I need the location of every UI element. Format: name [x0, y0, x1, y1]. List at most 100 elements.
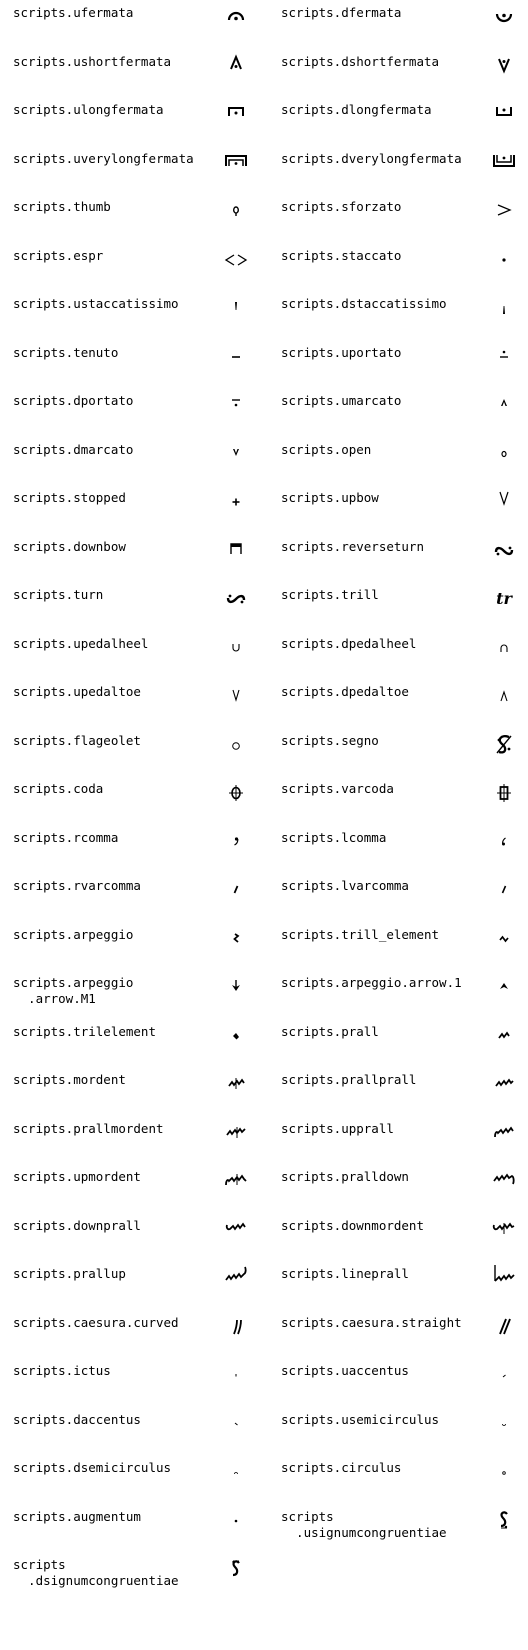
- staccato-icon: [502, 257, 506, 262]
- symbol-entry: scripts.lvarcomma: [0, 873, 528, 922]
- dfermata-icon: [495, 13, 513, 23]
- symbol-name: scripts.stopped: [13, 490, 126, 505]
- symbol-entry: scripts.dpedalheel: [0, 631, 528, 680]
- symbol-entry: scripts.prallprall: [0, 1067, 528, 1116]
- ictus-icon: [235, 1374, 237, 1377]
- symbol-entry: scripts.uaccentus: [0, 1358, 528, 1407]
- symbol-name: scripts.upedalheel: [13, 635, 149, 651]
- symbol-entry: scripts.dverylongfermata: [0, 146, 528, 195]
- turn-icon: [226, 594, 246, 604]
- symbol-entry: scripts.dmarcato: [0, 437, 264, 486]
- symbol-entry: scripts.caesura.straight: [0, 1310, 528, 1359]
- sforzato-icon: [497, 204, 512, 216]
- symbol-entry: scripts.open: [0, 437, 528, 486]
- symbol-entry: scripts.ufermata: [0, 0, 264, 49]
- symbol-name: scripts.espr: [13, 247, 104, 263]
- prallup-icon: [225, 1266, 247, 1281]
- symbol-name: scripts.dportato: [13, 393, 134, 408]
- symbol-entry: scripts.uverylongfermata: [0, 146, 264, 195]
- symbol-name: scripts.caesura.curved: [13, 1314, 179, 1330]
- symbol-name: scripts.lineprall: [281, 1266, 409, 1281]
- lineprall-icon: [494, 1265, 515, 1282]
- symbol-entry: scripts.upprall: [0, 1116, 528, 1165]
- symbol-entry: scripts.segno: [0, 728, 528, 777]
- dstaccatissimo-icon: [503, 306, 505, 314]
- symbol-entry: scripts .dsignumcongruentiae: [0, 1552, 264, 1601]
- upedalheel-icon: [232, 643, 240, 651]
- symbol-name: scripts.tenuto: [13, 344, 119, 360]
- usemicirculus-icon: [502, 1423, 506, 1426]
- dmarcato-icon: [233, 448, 239, 456]
- symbol-name: scripts.dfermata: [281, 5, 402, 20]
- symbol-name: scripts.arpeggio.arrow.1: [281, 975, 462, 990]
- symbol-entry: scripts .usignumcongruentiae: [0, 1504, 528, 1553]
- symbol-name: scripts.trilelement: [13, 1023, 156, 1039]
- rcomma-icon: [234, 836, 239, 846]
- symbol-entry: scripts.upbow: [0, 485, 528, 534]
- symbol-name: scripts.upmordent: [13, 1169, 141, 1184]
- symbol-entry: scripts.ulongfermata: [0, 97, 264, 146]
- circulus-icon: [502, 1471, 506, 1475]
- symbol-entry: scripts.trill_element: [0, 922, 528, 971]
- symbol-entry: scripts.dpedaltoe: [0, 679, 528, 728]
- symbol-name: scripts.mordent: [13, 1072, 126, 1087]
- symbol-entry: scripts.staccato: [0, 243, 528, 292]
- symbol-entry: scripts.downprall: [0, 1213, 264, 1262]
- symbol-entry: scripts.dportato: [0, 388, 264, 437]
- symbol-name: scripts.caesura.straight: [281, 1314, 462, 1330]
- dlongfermata-icon: [496, 107, 512, 116]
- symbol-name: scripts.staccato: [281, 247, 402, 263]
- ushortfermata-icon: [230, 53, 242, 69]
- arrowM1-icon: [232, 980, 240, 991]
- symbol-entry: scripts.umarcato: [0, 388, 528, 437]
- uportato-icon: [500, 350, 508, 358]
- lvarcomma-icon: [501, 885, 507, 894]
- symbol-name: scripts.dverylongfermata: [281, 150, 462, 166]
- symbol-entry: scripts.downbow: [0, 534, 264, 583]
- symbol-entry: scripts.dstaccatissimo: [0, 291, 528, 340]
- symbol-entry: scripts.ustaccatissimo: [0, 291, 264, 340]
- dpedaltoe-icon: [500, 690, 508, 702]
- symbol-name: scripts.arpeggio .arrow.M1: [13, 975, 134, 1006]
- symbol-name: scripts.usemicirculus: [281, 1411, 440, 1427]
- symbol-entry: scripts.dfermata: [0, 0, 528, 49]
- symbol-name: scripts.dsemicirculus: [13, 1460, 172, 1475]
- symbol-name: scripts .dsignumcongruentiae: [13, 1557, 179, 1588]
- symbol-entry: scripts.upedalheel: [0, 631, 264, 680]
- symbol-entry: scripts.lcomma: [0, 825, 528, 874]
- symbol-entry: scripts.pralldown: [0, 1164, 528, 1213]
- symbol-entry: scripts.daccentus: [0, 1407, 264, 1456]
- symbol-name: scripts.flageolet: [13, 732, 141, 748]
- ulongfermata-icon: [228, 107, 244, 116]
- dsemicirculus-icon: [234, 1472, 238, 1475]
- espr-icon: [224, 253, 248, 266]
- open-icon: [501, 450, 507, 457]
- symbol-name: scripts.uverylongfermata: [13, 150, 194, 166]
- symbol-entry: scripts.prallmordent: [0, 1116, 264, 1165]
- pralldown-icon: [493, 1173, 515, 1185]
- symbol-entry: scripts.thumb: [0, 194, 264, 243]
- symbol-entry: scripts.mordent: [0, 1067, 264, 1116]
- usignum-icon: [500, 1510, 508, 1528]
- symbol-name: scripts.dpedaltoe: [281, 684, 409, 699]
- symbol-name: scripts.segno: [281, 732, 379, 748]
- symbol-name: scripts.dstaccatissimo: [281, 296, 447, 311]
- prallprall-icon: [495, 1078, 514, 1087]
- symbol-entry: scripts.arpeggio: [0, 922, 264, 971]
- arpeggio-icon: [233, 932, 240, 943]
- upmordent-icon: [225, 1174, 247, 1186]
- symbol-name: scripts.ulongfermata: [13, 102, 164, 117]
- symbol-name: scripts.prall: [281, 1023, 379, 1039]
- symbol-name: scripts.lcomma: [281, 829, 387, 845]
- rvarcomma-icon: [233, 885, 239, 894]
- symbol-name: scripts.rcomma: [13, 829, 119, 845]
- symbol-name: scripts.prallprall: [281, 1072, 417, 1087]
- symbol-entry: scripts.dshortfermata: [0, 49, 528, 98]
- symbol-name: scripts.trill_element: [281, 926, 440, 942]
- symbol-name: scripts.upprall: [281, 1120, 394, 1136]
- symbol-entry: scripts.caesura.curved: [0, 1310, 264, 1359]
- segno-icon: [496, 734, 512, 754]
- trilelement-icon: [233, 1032, 239, 1039]
- symbol-name: scripts .usignumcongruentiae: [281, 1508, 447, 1540]
- symbol-entry: scripts.stopped: [0, 485, 264, 534]
